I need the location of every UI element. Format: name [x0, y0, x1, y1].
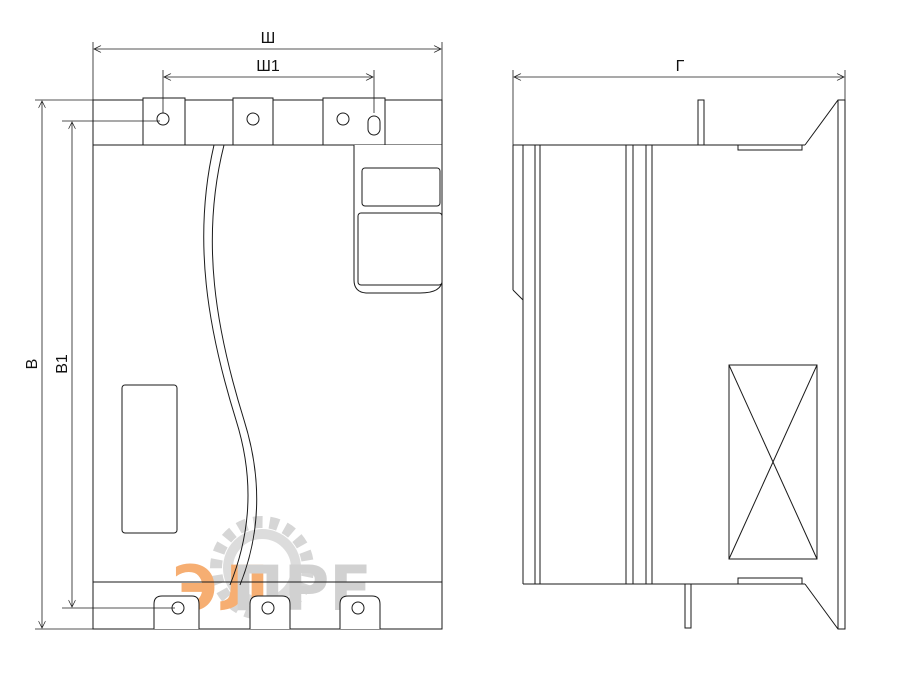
depth-label: Г: [676, 58, 685, 75]
dimension-height: В: [24, 99, 93, 630]
dimension-depth: Г: [512, 58, 846, 145]
side-view: Г: [512, 58, 846, 630]
height-mount-label: В1: [54, 354, 71, 374]
fan-box: [728, 364, 818, 560]
width-label: Ш: [261, 30, 276, 47]
side-housing: [512, 144, 805, 585]
side-bottom-bracket: [684, 583, 692, 629]
front-view: Ш Ш1 В В1: [24, 30, 443, 630]
top-mounting-tabs: [142, 97, 386, 146]
side-top-bracket: [697, 99, 705, 146]
keypad-area: [357, 212, 443, 286]
display-window: [361, 167, 441, 207]
control-panel: [353, 145, 443, 294]
cable: [203, 144, 249, 586]
bottom-mounting-tabs: [153, 595, 381, 629]
side-flange: [804, 99, 846, 630]
height-label: В: [24, 359, 41, 370]
label-plate: [121, 384, 178, 534]
dimension-width: Ш: [92, 30, 443, 100]
dimension-height-mount: В1: [54, 120, 175, 609]
dimension-width-mount: Ш1: [162, 58, 375, 113]
width-mount-label: Ш1: [256, 58, 280, 75]
